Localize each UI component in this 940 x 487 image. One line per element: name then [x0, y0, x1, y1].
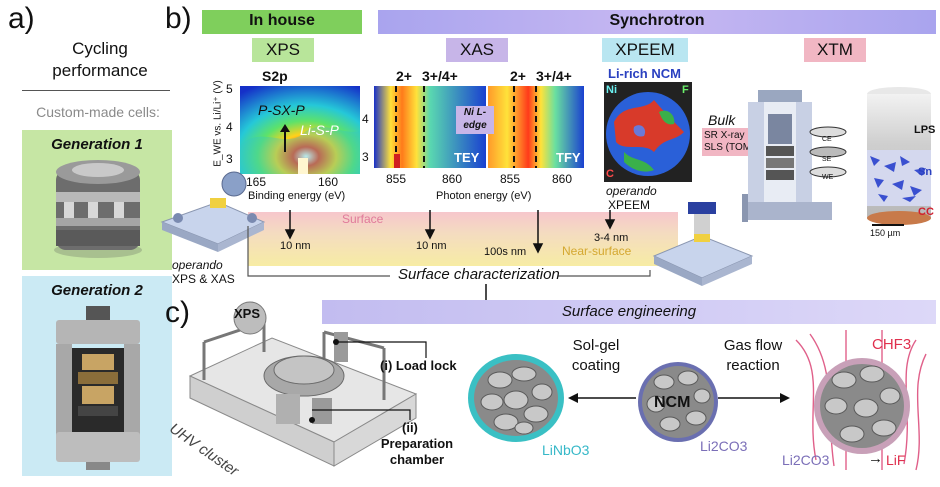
xas-ox-label-2: 3+/4+ [422, 68, 458, 84]
depth-label-3: 100s nm [484, 246, 527, 258]
xps-annot-psxp: P-SX-P [258, 102, 305, 118]
xtm-part-se: SE [822, 156, 832, 163]
xtm-sn-label: Sn [918, 166, 933, 178]
linbo3-coated-particle [468, 354, 564, 442]
xps-x-tick-165: 165 [246, 175, 267, 189]
xtm-technique-label: XTM [804, 38, 866, 62]
surface-characterization-label: Surface characterization [398, 266, 560, 283]
xtm-scale-label: 150 µm [870, 228, 901, 238]
xas-ox-label-1: 2+ [396, 68, 412, 84]
xtm-tomogram [867, 87, 931, 225]
panel-a-subtitle: Custom-made cells: [36, 104, 160, 120]
panel-a-divider [22, 90, 170, 91]
linbo3-label: LiNbO3 [542, 442, 590, 458]
arrow-to-sol-gel [568, 393, 636, 403]
xas-y-tick-3: 3 [362, 150, 369, 164]
panel-c-letter: c) [165, 296, 190, 329]
prep-chamber-number: (ii) [402, 420, 418, 435]
xps-annot-arrow [280, 124, 290, 152]
xps-sphere-label: XPS [234, 306, 261, 321]
xas-edge-label: Ni L-edge [456, 106, 494, 134]
xpeem-map-image [604, 82, 692, 182]
xps-x-axis-label: Binding energy (eV) [248, 190, 346, 202]
xtm-lps-label: LPS [914, 124, 936, 136]
xas-y-tick-4: 4 [362, 112, 369, 126]
load-lock-label: (i) Load lock [380, 358, 457, 373]
xas-tfy-heatmap [488, 86, 584, 168]
generation-2-panel: Generation 2 [22, 276, 172, 476]
xas-ox-label-4: 3+/4+ [536, 68, 572, 84]
xas-x-tick-2: 860 [442, 172, 463, 186]
xas-technique-label: XAS [446, 38, 508, 62]
xpeem-title: Li-rich NCM [608, 66, 681, 81]
xpeem-f-label: F [682, 84, 689, 96]
xtm-scale-bar [872, 224, 904, 226]
generation-1-panel: Generation 1 [22, 130, 172, 270]
xtm-bulk-label: Bulk [708, 112, 736, 128]
generation-2-label: Generation 2 [51, 282, 143, 299]
surface-characterization-bracket [247, 226, 651, 277]
xtm-cell-stack [809, 126, 847, 178]
generation-1-label: Generation 1 [51, 136, 143, 153]
generation-1-cell-image [54, 160, 142, 258]
xps-heatmap [240, 86, 360, 174]
lif-arrow: → [868, 450, 883, 467]
xps-technique-label: XPS [252, 38, 314, 62]
xtm-part-we: WE [822, 174, 834, 181]
lif-label: LiF [886, 452, 906, 468]
depth-label-4: 3-4 nm [594, 232, 629, 244]
depth-bar-surface-label: Surface [342, 212, 384, 226]
xas-x-tick-3: 855 [500, 172, 521, 186]
xas-x-tick-1: 855 [386, 172, 407, 186]
uhv-cluster-illustration [188, 301, 418, 467]
xps-y-tick-3: 3 [226, 152, 233, 166]
xpeem-ni-label: Ni [606, 84, 617, 96]
ncm-label: NCM [654, 394, 691, 411]
depth-label-2: 10 nm [416, 240, 447, 252]
xps-y-tick-5: 5 [226, 82, 233, 96]
xas-x-tick-4: 860 [552, 172, 573, 186]
xas-ox-label-3: 2+ [510, 68, 526, 84]
xps-annot-lisp: Li-S-P [300, 122, 339, 138]
xps-y-tick-4: 4 [226, 120, 233, 134]
arrow-to-gas-flow [718, 393, 790, 403]
xtm-cc-label: CC [918, 206, 934, 218]
synchrotron-header: Synchrotron [378, 10, 936, 34]
depth-bar-near-surface-label: Near-surface [562, 244, 632, 258]
xas-tfy-label: TFY [556, 150, 581, 165]
depth-label-1: 10 nm [280, 240, 311, 252]
xpeem-caption: XPEEM [608, 198, 651, 212]
panel-a-title: Cycling performance [52, 39, 148, 80]
prep-chamber-label: Preparation chamber [380, 436, 454, 467]
li2co3-center-label: Li2CO3 [700, 438, 748, 454]
xas-x-axis-label: Photon energy (eV) [436, 190, 532, 202]
operando-xps-xas-label: XPS & XAS [172, 272, 235, 286]
chf3-label: CHF3 [872, 336, 912, 353]
sol-gel-label: Sol-gel coating [571, 337, 621, 374]
xps-plot-title: S2p [262, 68, 288, 84]
in-house-header: In house [202, 10, 362, 34]
xpeem-technique-label: XPEEM [602, 38, 688, 62]
xtm-part-ce: CE [822, 136, 832, 143]
xtm-cell-schematic [742, 90, 832, 222]
xps-x-tick-160: 160 [318, 175, 339, 189]
operando-xps-xas-cell [160, 171, 266, 252]
depth-arrows [284, 210, 616, 254]
xpeem-caption-operando: operando [606, 184, 657, 198]
load-lock-leader [336, 341, 427, 358]
xpeem-c-label: C [606, 168, 614, 180]
ncm-particle [638, 362, 718, 442]
li2co3-right-label: Li2CO3 [782, 452, 830, 468]
lif-coated-particle [795, 329, 927, 471]
panel-b-letter: b) [165, 2, 192, 35]
generation-2-cell-image [56, 306, 140, 470]
operando-xps-xas-italic: operando [172, 258, 223, 272]
operando-xpeem-cell [652, 202, 754, 286]
panel-a-letter: a) [8, 2, 35, 35]
surface-engineering-banner: Surface engineering [322, 300, 936, 324]
prep-chamber-leader [312, 409, 411, 420]
gas-flow-label: Gas flow reaction [723, 337, 783, 374]
xas-tey-label: TEY [454, 150, 480, 165]
